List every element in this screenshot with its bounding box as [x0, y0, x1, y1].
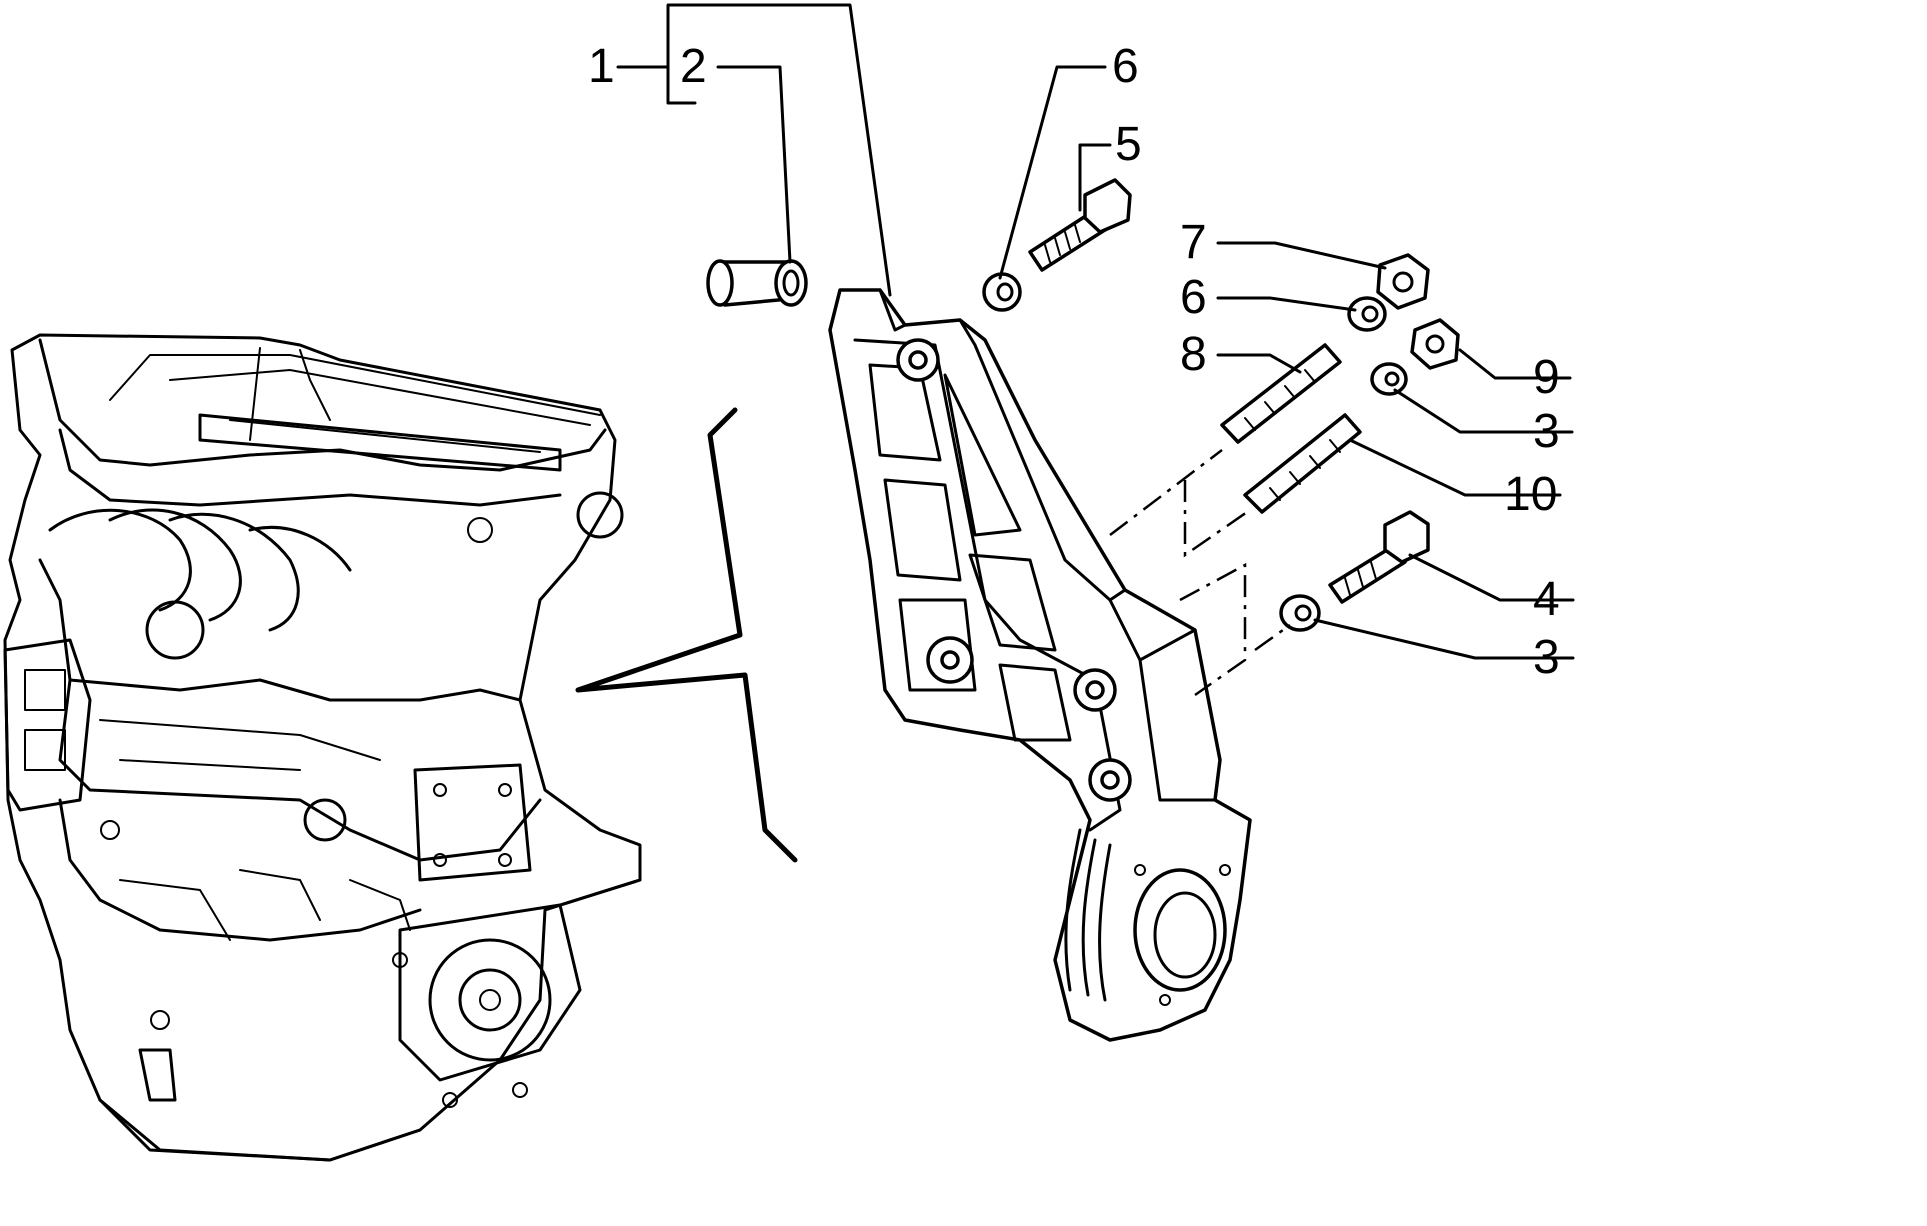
washer-part: [1347, 296, 1387, 332]
callout-1: 1: [588, 40, 615, 93]
stud-part: [1243, 413, 1362, 514]
callout-5: 5: [1115, 118, 1142, 171]
callout-6: 6: [1112, 40, 1139, 93]
callout-labels: 1 2 6 5 7 6 8 9 3 10 4 3: [588, 40, 1560, 684]
alignment-centerline: [1109, 449, 1291, 697]
bushing-part: [706, 259, 808, 307]
callout-2: 2: [680, 40, 707, 93]
washer-part: [982, 272, 1022, 312]
nut-part: [1376, 253, 1430, 310]
callout-10: 10: [1504, 468, 1557, 521]
detail-boundary-line: [575, 407, 798, 863]
bolt-part: [1028, 178, 1132, 272]
callout-9: 9: [1533, 351, 1560, 404]
engine-mount-bracket: [828, 288, 1252, 1042]
bolt-part: [1328, 510, 1430, 604]
washer-part: [1370, 362, 1408, 396]
stud-part: [1220, 343, 1342, 444]
callout-8: 8: [1180, 328, 1207, 381]
callout-6: 6: [1180, 271, 1207, 324]
callout-4: 4: [1533, 573, 1560, 626]
callout-3: 3: [1533, 631, 1560, 684]
nut-part: [1410, 318, 1460, 370]
callout-7: 7: [1180, 216, 1207, 269]
washer-part: [1279, 594, 1321, 632]
engine-block-illustration: [3, 333, 642, 1162]
callout-3: 3: [1533, 405, 1560, 458]
leader-lines: [616, 3, 1575, 660]
